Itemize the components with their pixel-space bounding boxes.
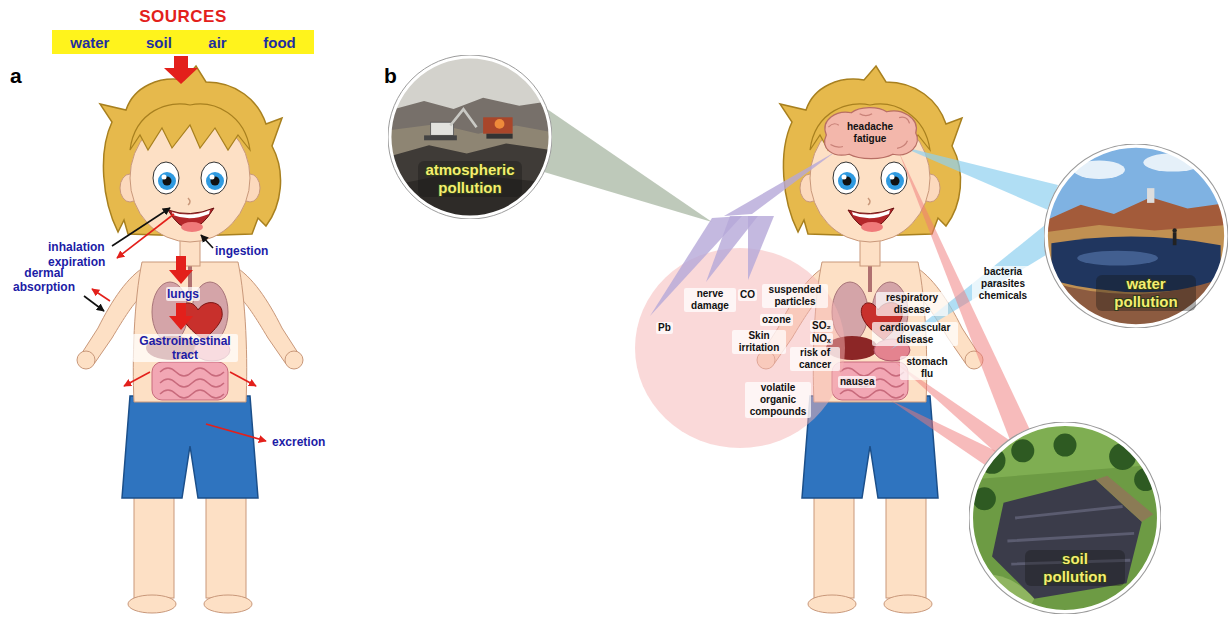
photo-part (1077, 251, 1158, 266)
source-bar: water soil air food (52, 30, 314, 54)
circle-border (1044, 144, 1228, 328)
route-arrow (84, 208, 266, 441)
photo-part (1173, 232, 1177, 245)
pollution-circle: water pollution (1044, 144, 1228, 328)
pollutant-label: volatile organic compounds (745, 382, 811, 418)
photo-part (486, 134, 512, 139)
effect-label: stomach flu (900, 356, 954, 380)
pollution-circle: soil pollution (969, 422, 1161, 614)
photo-part (1147, 188, 1154, 203)
effect-label: cardiovascular disease (872, 322, 958, 346)
pollutant-label: suspended particles (762, 284, 828, 308)
circle-title: water pollution (1096, 275, 1196, 311)
source-word: soil (146, 34, 172, 51)
circle-border (388, 55, 552, 219)
symptom-label: headache fatigue (842, 121, 898, 145)
child-figure (77, 66, 303, 613)
flow-arrow (169, 256, 193, 284)
circle-title: soil pollution (1025, 550, 1125, 586)
callout-wedge (748, 216, 774, 280)
photo-part (1044, 197, 1228, 328)
photo (388, 55, 552, 219)
photo-part (450, 109, 476, 127)
circle-title: atmospheric pollution (418, 161, 522, 197)
route-arrow (201, 235, 213, 248)
brain-shape: headache fatigue (818, 106, 922, 160)
route-label: ingestion (215, 244, 268, 258)
route-arrow (206, 424, 266, 441)
pollutant-label: NOₓ (810, 333, 833, 345)
route-label: excretion (272, 435, 325, 449)
photo-part (1109, 443, 1136, 470)
source-band: SOURCES water soil air food (52, 6, 314, 54)
pollutant-label: ozone (760, 314, 793, 326)
band-heading: SOURCES (52, 6, 314, 28)
circle-border (969, 422, 1161, 614)
route-arrow (230, 372, 256, 386)
organ-label: Gastrointestinal tract (132, 334, 238, 362)
route-arrow (84, 296, 104, 311)
callout-wedge (890, 400, 998, 465)
photo-part (388, 55, 552, 219)
effect-label: risk of cancer (790, 347, 840, 371)
pollutant-label: SO₂ (810, 320, 833, 332)
brain-outline (825, 108, 918, 159)
photo-part (424, 135, 457, 140)
pollutant-label: Pb (656, 322, 673, 334)
photo-part (388, 144, 552, 219)
photo-part (483, 117, 513, 133)
photo-part (388, 98, 552, 219)
callout-wedge (900, 146, 1058, 210)
source-word: food (263, 34, 295, 51)
effect-label: Skin irritation (732, 330, 786, 354)
pollutant-label: CO (738, 289, 757, 301)
effect-label: nerve damage (684, 288, 736, 312)
callout-wedge (724, 152, 835, 216)
photo-part (388, 124, 552, 219)
source-word: air (208, 34, 226, 51)
route-label: inhalation (48, 240, 105, 254)
photo-part (1044, 144, 1228, 328)
flow-arrow (164, 56, 198, 84)
panel-letter: a (10, 64, 22, 88)
panel-letter: b (384, 64, 397, 88)
source-word: water (70, 34, 109, 51)
effect-label: respiratory disease (876, 292, 948, 316)
organ-label: lungs (166, 287, 200, 301)
circle-border (971, 424, 1159, 612)
photo-part (1011, 439, 1034, 462)
route-arrow (124, 372, 150, 386)
route-label: dermal absorption (8, 266, 80, 294)
photo (969, 422, 1161, 614)
effect-label: bacteria parasites chemicals (972, 266, 1034, 302)
pollution-circle: atmospheric pollution (388, 55, 552, 219)
brain-fold (828, 114, 909, 149)
circle-border (1046, 146, 1226, 326)
callout-wedge (544, 109, 712, 222)
flow-arrow (169, 303, 193, 330)
photo-part (1053, 434, 1076, 457)
effect-label: nausea (838, 376, 876, 388)
route-arrow (92, 289, 110, 301)
callout-wedge (544, 109, 1058, 465)
photo-part (495, 119, 505, 129)
exposure-region (635, 248, 845, 448)
route-arrow (117, 214, 174, 258)
circle-border (390, 57, 551, 218)
photo-part (1096, 476, 1154, 522)
photo-part (1044, 225, 1228, 328)
photo-part (1172, 228, 1176, 232)
photo-part (969, 422, 1161, 614)
photo (1044, 144, 1228, 328)
